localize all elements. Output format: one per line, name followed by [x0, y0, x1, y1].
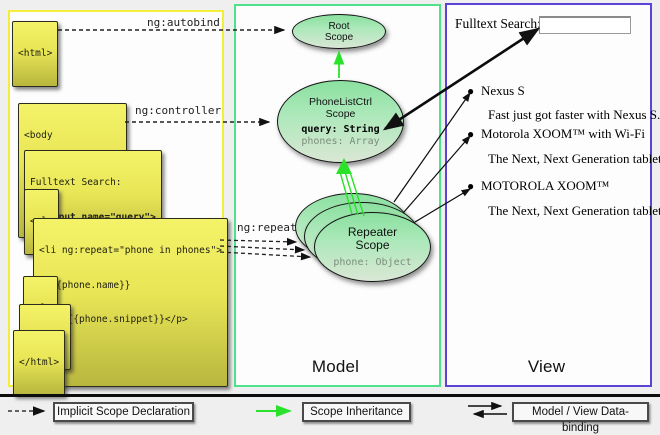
- view-item-title: ● MOTOROLA XOOM™: [467, 178, 609, 194]
- repeater-scope-ellipse: Repeater Scope phone: Object: [314, 212, 431, 282]
- scope-name: PhoneListCtrl: [308, 95, 373, 108]
- view-item-title-text: Nexus S: [481, 83, 525, 98]
- code-line: Fulltext Search:: [30, 177, 122, 188]
- scope-name: Scope: [355, 238, 390, 252]
- ng-autobind-label: ng:autobind: [147, 16, 220, 29]
- bullet-icon: ●: [467, 127, 475, 141]
- view-item-desc: The Next, Next Generation tablet.: [488, 151, 660, 166]
- view-column: [445, 3, 652, 387]
- code-html-open: <html>: [12, 21, 59, 87]
- code-line: </html>: [19, 357, 60, 368]
- model-column-label: Model: [311, 357, 360, 376]
- code-html-close: </html>: [13, 330, 66, 396]
- view-item-title-text: Motorola XOOM™ with Wi-Fi: [481, 126, 646, 141]
- bullet-icon: ●: [467, 84, 475, 98]
- ng-controller-label: ng:controller: [135, 104, 222, 117]
- legend-databinding: Model / View Data-binding: [512, 402, 649, 434]
- scope-property: query: String: [301, 123, 380, 135]
- scope-name: Scope: [324, 31, 354, 43]
- scope-property: phones: Array: [301, 135, 380, 147]
- scope-name: Repeater: [347, 224, 398, 239]
- scope-name: Root: [328, 20, 350, 32]
- scope-name: Scope: [325, 107, 356, 120]
- view-column-label: View: [527, 357, 566, 376]
- view-item-title-text: MOTOROLA XOOM™: [481, 178, 610, 193]
- scope-property: phone: Object: [333, 256, 412, 268]
- code-line: {{phone.name}}: [39, 279, 131, 291]
- view-item-desc: Fast just got faster with Nexus S.: [488, 107, 660, 122]
- ng-repeat-label: ng:repeat: [237, 221, 297, 234]
- view-item-title: ● Nexus S: [467, 83, 525, 99]
- code-line: <html>: [18, 48, 53, 59]
- view-item-desc: The Next, Next Generation tablet.: [488, 203, 660, 218]
- code-line: <p>{{phone.snippet}}</p>: [39, 314, 188, 325]
- code-line: <li ng:repeat="phone in phones">: [39, 245, 223, 256]
- legend-implicit-scope: Implicit Scope Declaration: [53, 402, 194, 422]
- bullet-icon: ●: [467, 179, 475, 193]
- view-search-label: Fulltext Search:: [455, 16, 541, 31]
- code-line: <body: [24, 130, 53, 141]
- root-scope-ellipse: Root Scope: [292, 14, 386, 49]
- legend-separator-line: [0, 394, 660, 397]
- legend-scope-inheritance: Scope Inheritance: [302, 402, 411, 422]
- fulltext-search-input[interactable]: [539, 16, 631, 34]
- phonelistctrl-scope-ellipse: PhoneListCtrl Scope query: String phones…: [277, 80, 404, 163]
- view-item-title: ● Motorola XOOM™ with Wi-Fi: [467, 126, 645, 142]
